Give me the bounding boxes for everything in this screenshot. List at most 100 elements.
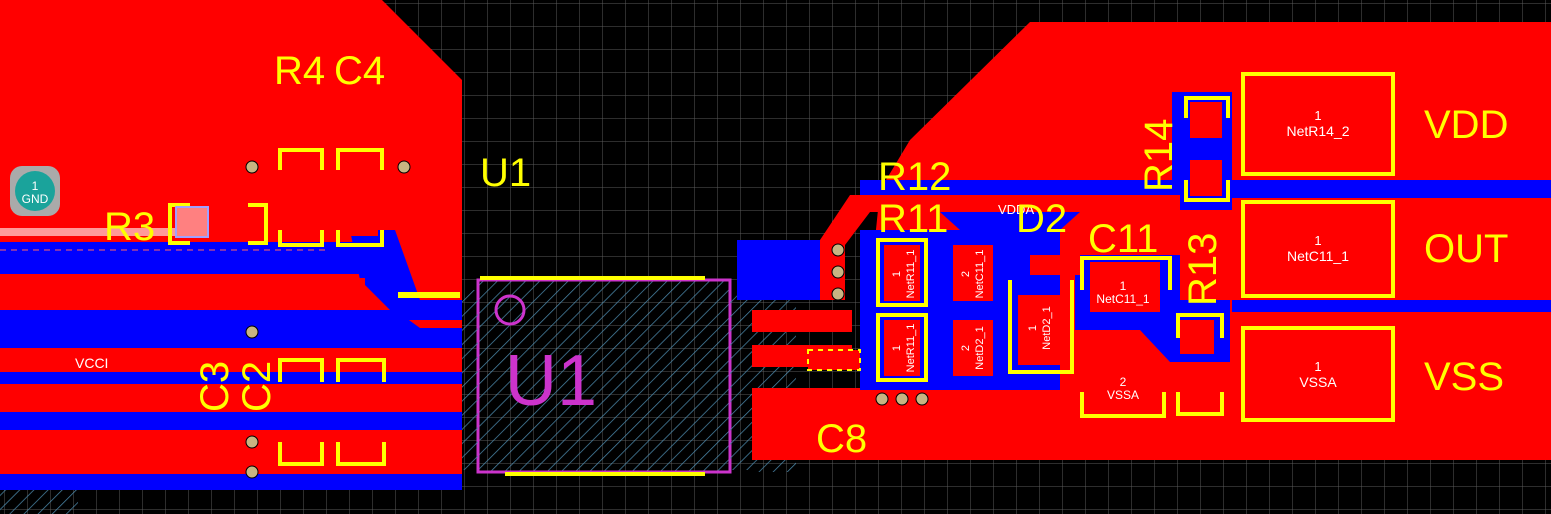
designator-r13: R13 (1181, 233, 1225, 306)
c11-pad2-number: 2 (1120, 375, 1127, 389)
connector-labels: VDD OUT VSS (1424, 103, 1508, 399)
u1-component[interactable]: U1 (462, 276, 752, 476)
u1-body (476, 278, 732, 474)
r11-pad1b-net: NetR11_1 (905, 324, 917, 373)
out-pad-number: 1 (1314, 233, 1321, 248)
designator-d2: D2 (1016, 197, 1067, 241)
designator-r14: R14 (1137, 119, 1181, 192)
signal-track (0, 228, 190, 236)
blue-block-left (737, 240, 827, 300)
red-trace-u1-right-1 (752, 310, 852, 332)
r13-outline-top (1176, 313, 1224, 338)
c11-pad2-net: VSSA (1107, 388, 1139, 402)
d2-pad2-label: 2 (960, 345, 972, 351)
left-copper-region[interactable] (0, 0, 462, 490)
r14-pad-bottom (1190, 160, 1222, 196)
d2-pad2-net: NetD2_1 (974, 326, 986, 369)
right-silkscreen[interactable] (876, 72, 1395, 422)
designator-r4: R4 (274, 49, 325, 93)
r14-pad-top (1190, 102, 1222, 138)
gnd-test-point[interactable]: 1 GND (10, 166, 60, 216)
r11-pad-b (884, 320, 920, 376)
connector-out: OUT (1424, 227, 1508, 271)
pad-labels: 1 NetR14_2 1 NetC11_1 1 VSSA 1 NetC11_1 … (891, 108, 1350, 402)
vdd-pad (1255, 86, 1381, 162)
u1-large-designator: U1 (505, 341, 597, 421)
connector-vdd: VDD (1424, 103, 1508, 147)
c3-c2-footprints[interactable] (278, 358, 386, 466)
stub-to-u1 (398, 292, 460, 298)
c11-pad1 (1090, 262, 1160, 312)
u1-right-pads (730, 290, 752, 470)
left-blue-trace-4 (0, 412, 462, 430)
trace-d2-c11 (1030, 255, 1080, 275)
net-label-vcci: VCCI (75, 355, 108, 371)
red-trace-a (0, 278, 365, 306)
net-label-vdda: VDDA (998, 202, 1034, 217)
designator-c4: C4 (334, 49, 385, 93)
red-trace-c (270, 388, 462, 408)
d2-pad1-label: 1 (1027, 325, 1039, 331)
d2-pad-1-red (1018, 295, 1066, 365)
bottom-left-keepout (0, 490, 78, 514)
vdd-pad-net: NetR14_2 (1286, 123, 1349, 139)
d2-pad-bottom (953, 320, 993, 376)
test-point-number: 1 (32, 179, 39, 193)
blue-strip-right (1232, 180, 1551, 198)
left-blue-trace-1 (0, 242, 380, 274)
left-vias (245, 160, 411, 479)
designator-r12: R12 (878, 155, 951, 199)
c11-pad1-net: NetC11_1 (1096, 292, 1149, 306)
vss-pad-outline (1241, 326, 1395, 422)
c11-outline-bottom (1080, 392, 1166, 418)
designators: R4 C4 R3 U1 C8 R12 R11 D2 C11 C3 C2 R14 … (104, 49, 1225, 461)
vss-pad-net: VSSA (1299, 374, 1337, 390)
d2-pad1-net: NetD2_1 (1041, 306, 1053, 349)
red-trace-vdda (820, 195, 1180, 300)
blue-strip-right-2 (1232, 300, 1551, 312)
left-blue-diag (350, 230, 462, 320)
designator-u1: U1 (480, 151, 531, 195)
r13-pad (1180, 320, 1214, 354)
r11-pad1b-label: 1 (891, 345, 903, 351)
test-point-center (15, 171, 55, 211)
designator-c3: C3 (193, 361, 237, 412)
r3-footprint[interactable] (168, 203, 378, 245)
c8-pad (807, 349, 861, 371)
u1-left-pads (462, 290, 478, 470)
d2-outline (1008, 280, 1074, 374)
designator-r3: R3 (104, 205, 155, 249)
vdd-pad-number: 1 (1314, 108, 1321, 123)
c11-pad2-top-net: NetC11_1 (974, 250, 986, 299)
r14-outline-bottom (1184, 180, 1230, 202)
r11-pad-a (884, 245, 920, 301)
r11-pad1-net: NetR11_1 (905, 250, 917, 299)
left-blue-trace-5 (0, 474, 462, 490)
left-blue-trace-3 (0, 372, 462, 384)
r11-pad1-label: 1 (891, 271, 903, 277)
c11-outline-top (1080, 256, 1172, 290)
c11-pad1-number: 1 (1120, 279, 1127, 293)
right-connector-pads[interactable] (1255, 86, 1381, 284)
designator-r11: R11 (878, 197, 948, 241)
connector-vss: VSS (1424, 355, 1504, 399)
u1-pin1-marker (494, 294, 526, 326)
vss-pad-number: 1 (1314, 359, 1321, 374)
r11-outline-bottom (876, 313, 928, 382)
designator-c8: C8 (816, 417, 867, 461)
r14-outline-top (1184, 96, 1230, 118)
designator-c2: C2 (235, 361, 279, 412)
c11-pad2-top-label: 2 (960, 271, 972, 277)
out-pad-outline (1241, 200, 1395, 298)
test-point-net: GND (22, 192, 49, 206)
red-trace-d (0, 432, 462, 472)
right-vias (831, 243, 929, 406)
out-pad-net: NetC11_1 (1287, 248, 1349, 264)
vdd-pad-outline (1241, 72, 1395, 176)
red-trace-b (0, 350, 455, 368)
r13-outline-bottom (1176, 392, 1224, 416)
left-blue-trace-2 (0, 310, 462, 348)
r11-outline-top (876, 238, 928, 307)
r4-c4-footprints[interactable] (278, 148, 384, 247)
